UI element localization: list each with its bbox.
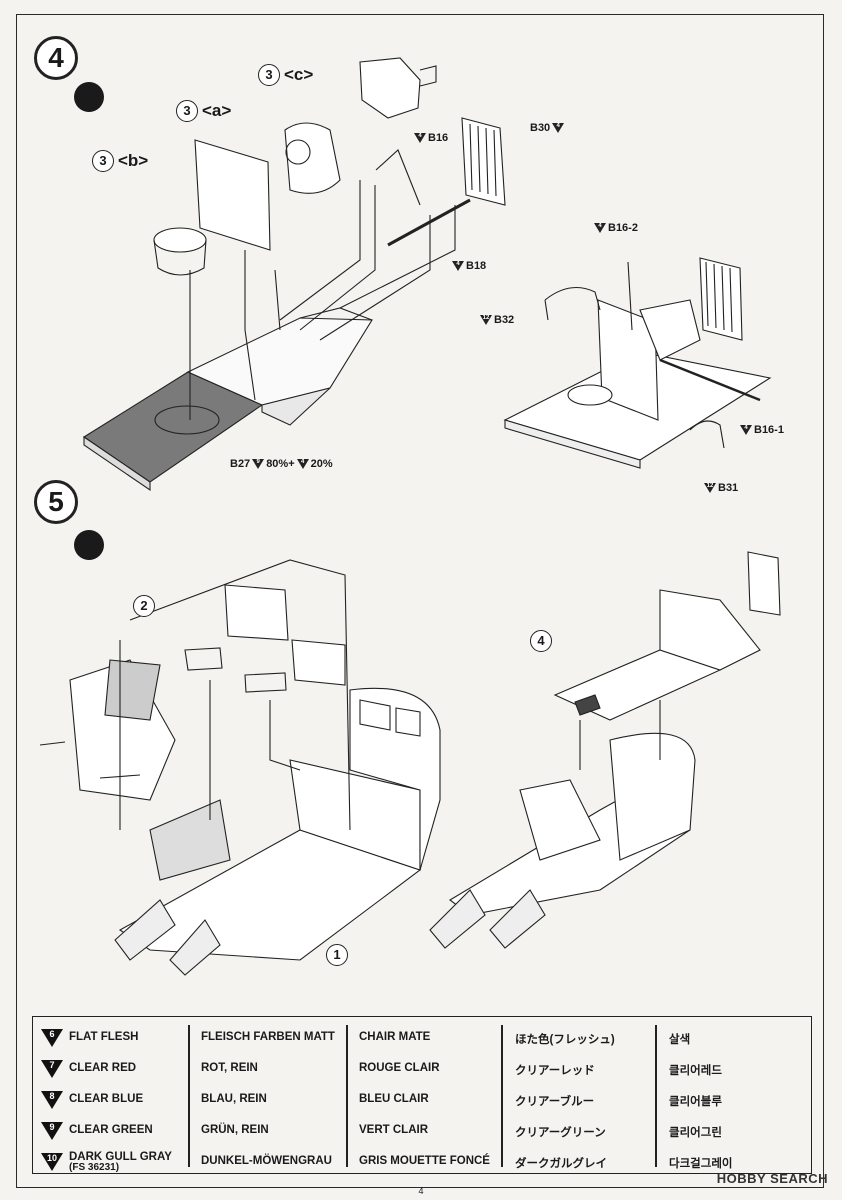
callout-3c: 3<c> (258, 64, 313, 86)
color-name-fr: BLEU CLAIR (359, 1093, 429, 1105)
watermark: HOBBY SEARCH (716, 1171, 828, 1186)
color-name-ja: クリアーレッド (515, 1065, 595, 1077)
step-4-number: 4 (34, 36, 78, 80)
color-name-en: DARK GULL GRAY (69, 1151, 172, 1163)
legend-row: 10 DARK GULL GRAY (FS 36231) DUNKEL-MÖWE… (33, 1149, 811, 1179)
callout-3b: 3<b> (92, 150, 148, 172)
color-name-ja: クリアーグリーン (515, 1127, 606, 1139)
color-name-fr: VERT CLAIR (359, 1124, 428, 1136)
color-name-ko: 클리어레드 (669, 1065, 722, 1077)
color-code-badge: 7 (41, 1060, 63, 1078)
paint-brush-icon (74, 530, 104, 560)
color-name-ja: ダークガルグレイ (515, 1158, 607, 1170)
color-name-fr: ROUGE CLAIR (359, 1062, 440, 1074)
step-5-number: 5 (34, 480, 78, 524)
color-name-de: GRÜN, REIN (201, 1124, 269, 1136)
paint-color-legend: 6 FLAT FLESH FLEISCH FARBEN MATT CHAIR M… (32, 1016, 812, 1174)
color-name-de: FLEISCH FARBEN MATT (201, 1031, 335, 1043)
callout-1: 1 (326, 944, 348, 966)
divider (501, 1025, 503, 1167)
callout-3a: 3<a> (176, 100, 231, 122)
color-name-en: CLEAR GREEN (69, 1124, 153, 1136)
page-number: 4 (418, 1186, 424, 1196)
page-frame (16, 14, 824, 1188)
color-name-de: ROT, REIN (201, 1062, 258, 1074)
color-name-de: BLAU, REIN (201, 1093, 267, 1105)
legend-row: 7 CLEAR RED ROT, REIN ROUGE CLAIR クリアーレッ… (33, 1056, 811, 1086)
color-code-badge: 8 (41, 1091, 63, 1109)
divider (655, 1025, 657, 1167)
color-name-en: CLEAR BLUE (69, 1093, 144, 1105)
color-fs-number: (FS 36231) (69, 1162, 120, 1173)
legend-row: 9 CLEAR GREEN GRÜN, REIN VERT CLAIR クリアー… (33, 1118, 811, 1148)
color-name-en: CLEAR RED (69, 1062, 137, 1074)
color-code-badge: 6 (41, 1029, 63, 1047)
color-name-ja: ほた色(フレッシュ) (515, 1034, 615, 1046)
color-name-ko: 클리어블루 (669, 1096, 722, 1108)
legend-row: 8 CLEAR BLUE BLAU, REIN BLEU CLAIR クリアーブ… (33, 1087, 811, 1117)
color-code-badge: 9 (41, 1122, 63, 1140)
divider (188, 1025, 190, 1167)
color-name-ja: クリアーブルー (515, 1096, 595, 1108)
color-name-fr: GRIS MOUETTE FONCÉ (359, 1155, 490, 1167)
color-code-badge: 10 (41, 1153, 63, 1171)
color-name-de: DUNKEL-MÖWENGRAU (201, 1155, 332, 1167)
color-name-ko: 다크걸그레이 (669, 1158, 733, 1170)
color-name-ko: 클리어그린 (669, 1127, 722, 1139)
color-name-ko: 살색 (669, 1034, 691, 1046)
divider (346, 1025, 348, 1167)
callout-2: 2 (133, 595, 155, 617)
color-name-fr: CHAIR MATE (359, 1031, 431, 1043)
paint-brush-icon (74, 82, 104, 112)
callout-4: 4 (530, 630, 552, 652)
legend-row: 6 FLAT FLESH FLEISCH FARBEN MATT CHAIR M… (33, 1025, 811, 1055)
color-name-en: FLAT FLESH (69, 1031, 139, 1043)
